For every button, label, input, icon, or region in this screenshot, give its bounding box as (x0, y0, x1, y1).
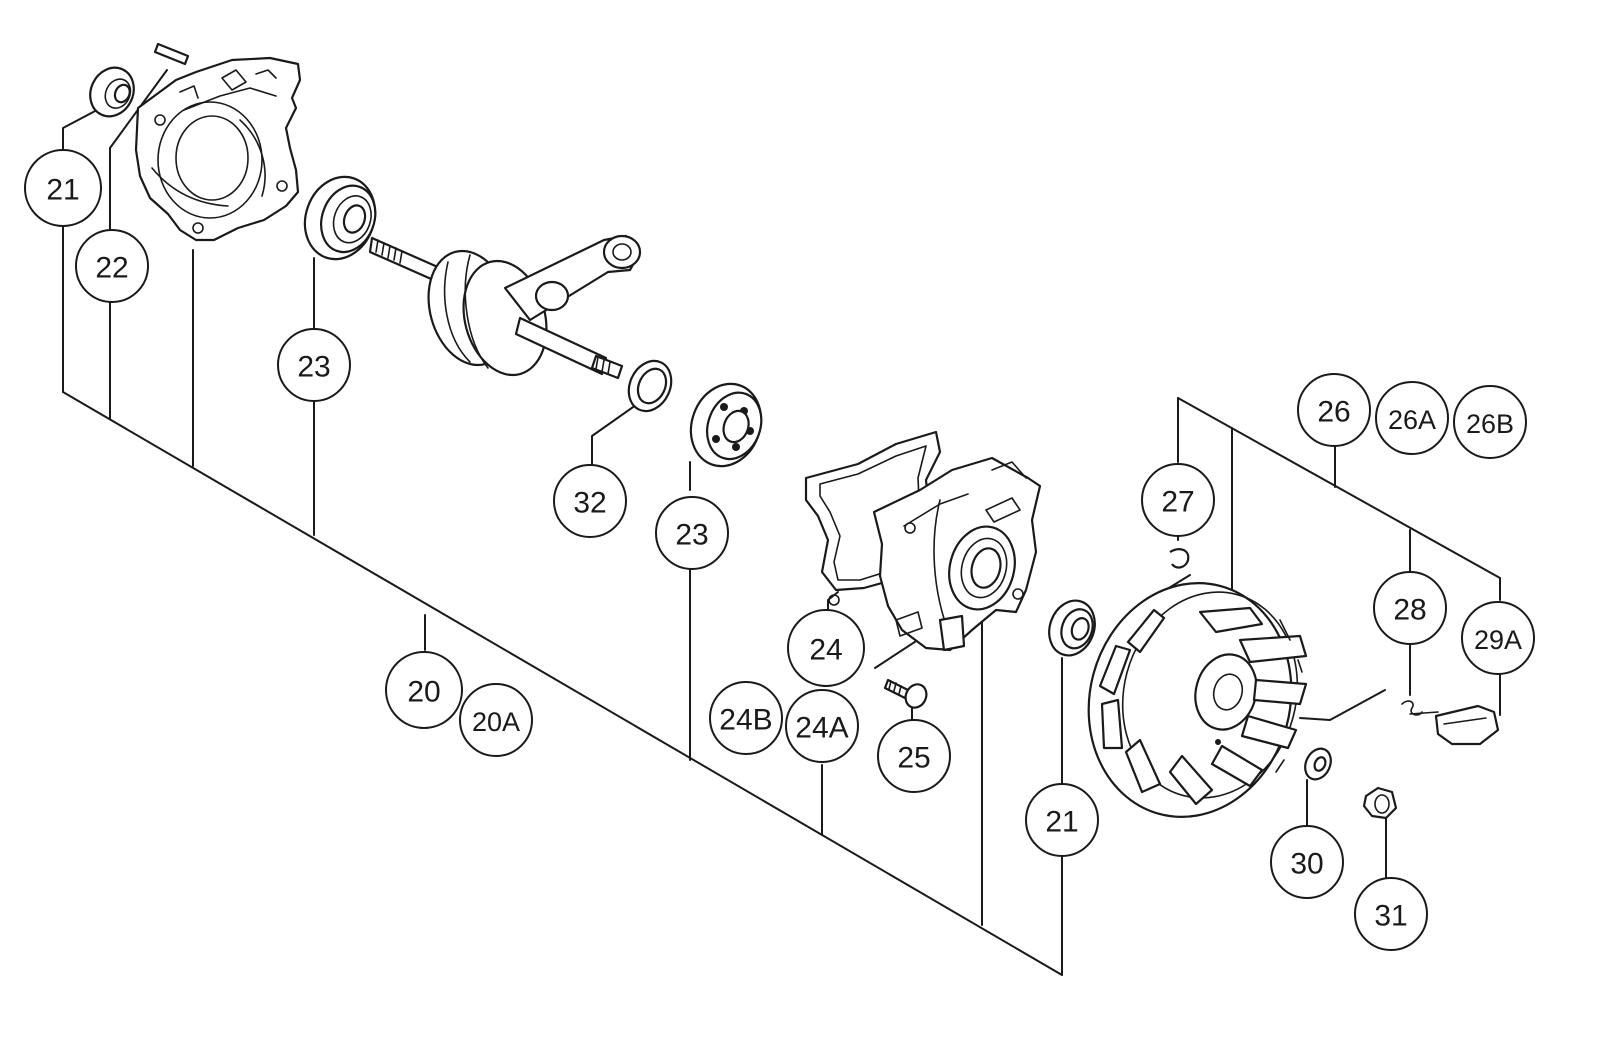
callout-25: 25 (877, 719, 951, 793)
bearing-icon (689, 382, 763, 468)
pawl-icon (1434, 704, 1500, 746)
callout-27: 27 (1141, 463, 1215, 537)
svg-text:22: 22 (95, 252, 128, 285)
svg-text:24: 24 (809, 634, 842, 667)
washer-icon (1304, 747, 1332, 781)
callout-29A: 29A (1461, 601, 1535, 675)
callout-26A: 26A (1375, 381, 1449, 455)
callout-24A: 24A (785, 689, 859, 763)
svg-text:28: 28 (1393, 594, 1426, 627)
callout-24B: 24B (709, 681, 783, 755)
svg-text:31: 31 (1374, 900, 1407, 933)
svg-text:24B: 24B (719, 704, 772, 737)
leader-pawl (1299, 689, 1386, 721)
callout-32: 32 (553, 464, 627, 538)
svg-text:26: 26 (1317, 396, 1350, 429)
svg-text:20A: 20A (472, 707, 520, 737)
pin-icon (153, 42, 190, 66)
callout-21: 21 (24, 149, 102, 227)
svg-text:26A: 26A (1388, 405, 1436, 435)
leader-21a-top (62, 109, 98, 151)
key-icon (1169, 548, 1190, 569)
svg-text:24A: 24A (795, 712, 848, 745)
callout-22: 22 (75, 229, 149, 303)
leader-22-top (109, 69, 168, 233)
callout-20: 20 (385, 651, 463, 729)
crankcase-half-icon (134, 56, 302, 242)
leader-32 (591, 404, 637, 466)
svg-text:20: 20 (407, 676, 440, 709)
spring-icon (1401, 700, 1439, 716)
callout-21-second: 21 (1025, 783, 1099, 857)
svg-text:27: 27 (1161, 486, 1194, 519)
nut-icon (1362, 786, 1398, 820)
flywheel-icon (1087, 582, 1308, 818)
callout-26B: 26B (1453, 385, 1527, 459)
crankcase-half-icon (872, 456, 1042, 652)
svg-text:26B: 26B (1466, 409, 1514, 439)
bearing-icon (1048, 599, 1096, 657)
bearing-icon (303, 175, 377, 261)
callout-31: 31 (1354, 877, 1428, 951)
screw-icon (883, 678, 928, 709)
callout-28: 28 (1373, 571, 1447, 645)
bearing-icon (89, 66, 135, 118)
ring-icon (627, 359, 673, 413)
callout-30: 30 (1270, 825, 1344, 899)
callout-26: 26 (1297, 373, 1371, 447)
svg-text:30: 30 (1290, 848, 1323, 881)
svg-text:32: 32 (573, 487, 606, 520)
callouts: 21 22 23 32 23 20 20A 24 (24, 149, 1535, 951)
svg-text:29A: 29A (1474, 625, 1522, 655)
callout-20A: 20A (459, 683, 533, 757)
svg-text:21: 21 (1045, 806, 1078, 839)
callout-23-second: 23 (655, 496, 729, 570)
svg-text:23: 23 (297, 351, 330, 384)
leader-lines (62, 69, 1501, 976)
leader-group-20 (62, 391, 1063, 976)
svg-text:23: 23 (675, 519, 708, 552)
svg-text:21: 21 (46, 174, 79, 207)
crankshaft-icon (368, 234, 642, 380)
callout-23: 23 (277, 328, 351, 402)
svg-text:25: 25 (897, 742, 930, 775)
callout-24: 24 (787, 609, 865, 687)
